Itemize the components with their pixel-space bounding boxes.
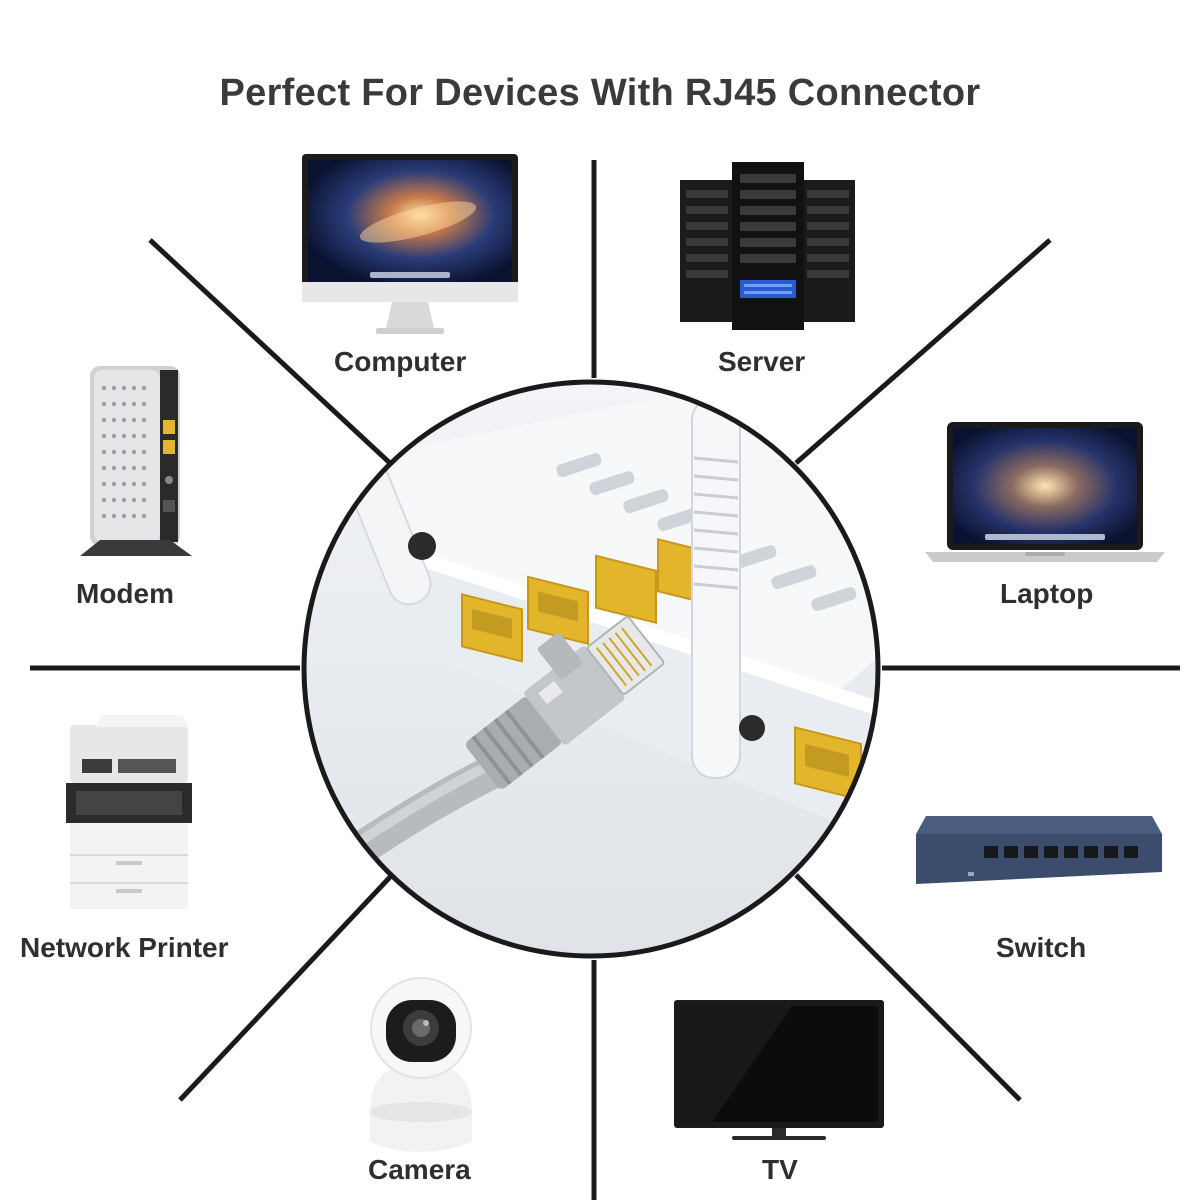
network-printer-label: Network Printer: [20, 932, 229, 963]
page-title: Perfect For Devices With RJ45 Connector: [219, 72, 981, 114]
camera-icon: [370, 977, 472, 1152]
camera-label: Camera: [368, 1154, 471, 1185]
computer-label: Computer: [334, 346, 467, 377]
laptop-label: Laptop: [1000, 578, 1094, 609]
tv-label: TV: [762, 1154, 798, 1185]
switch-label: Switch: [996, 932, 1087, 963]
router-illustration: [301, 379, 881, 959]
tv-icon: [674, 1000, 884, 1140]
modem-label: Modem: [76, 578, 174, 609]
laptop-icon: [925, 422, 1165, 562]
computer-icon: [302, 154, 518, 334]
server-label: Server: [718, 346, 806, 377]
switch-icon: [916, 816, 1162, 884]
printer-icon: [66, 715, 192, 909]
modem-icon: [80, 366, 192, 556]
server-icon: [680, 162, 855, 330]
